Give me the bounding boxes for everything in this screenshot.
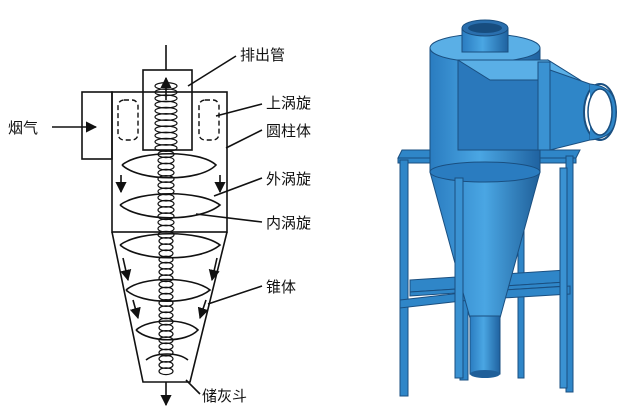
cone-shape [111,231,228,383]
dust-outlet-pipe [469,315,501,375]
label-inner-vortex: 内涡旋 [266,214,311,232]
spiral-turn [154,112,178,121]
inlet-duct-shape [81,91,113,160]
cyclone-3d-model [397,19,617,397]
inner-vortex-spiral [154,81,178,376]
spiral-turn [158,367,174,376]
spiral-turn [154,106,178,115]
label-upper-vortex: 上涡旋 [266,94,311,112]
label-exhaust-pipe: 排出管 [240,46,285,64]
spiral-turn [154,119,178,128]
label-flue-gas: 烟气 [8,119,38,137]
cyclone-schematic: 烟气 排出管 上涡旋 圆柱体 外涡旋 内涡旋 锥体 储灰斗 [8,45,311,407]
label-ash-hopper: 储灰斗 [202,387,247,405]
label-outer-vortex: 外涡旋 [266,170,311,188]
exhaust-pipe-shape [142,69,193,151]
leader-lines [185,55,263,395]
label-cone: 锥体 [266,278,296,296]
label-cylinder: 圆柱体 [266,122,311,140]
inlet-cavity-right [198,99,220,141]
outer-vortex-loops [115,76,226,361]
inlet-cavity-left [117,99,139,141]
